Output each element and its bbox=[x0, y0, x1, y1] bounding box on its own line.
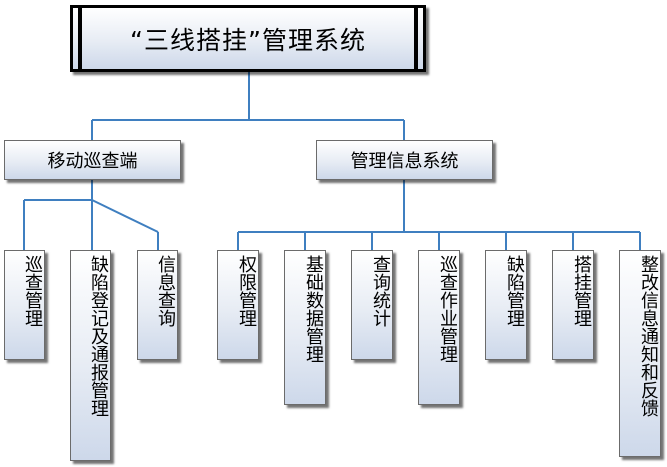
leaf-base-data-management: 基础数据管理 bbox=[284, 250, 326, 405]
leaf-permission-management: 权限管理 bbox=[217, 250, 259, 360]
leaf-rectification-notice-feedback: 整改信息通知和反馈 bbox=[619, 250, 661, 457]
leaf-attachment-management: 搭挂管理 bbox=[552, 250, 594, 360]
leaf-inspection-management: 巡查管理 bbox=[4, 250, 45, 360]
node-mobile-inspection: 移动巡查端 bbox=[4, 140, 181, 180]
leaf-defect-management: 缺陷管理 bbox=[485, 250, 527, 360]
leaf-defect-registration: 缺陷登记及通报管理 bbox=[70, 250, 111, 461]
leaf-inspection-work-management: 巡查作业管理 bbox=[418, 250, 460, 405]
leaf-query-statistics: 查询统计 bbox=[351, 250, 393, 360]
node-management-info-system: 管理信息系统 bbox=[316, 140, 493, 180]
root-node-system-title: “三线搭挂”管理系统 bbox=[70, 5, 426, 72]
leaf-info-query: 信息查询 bbox=[137, 250, 178, 360]
